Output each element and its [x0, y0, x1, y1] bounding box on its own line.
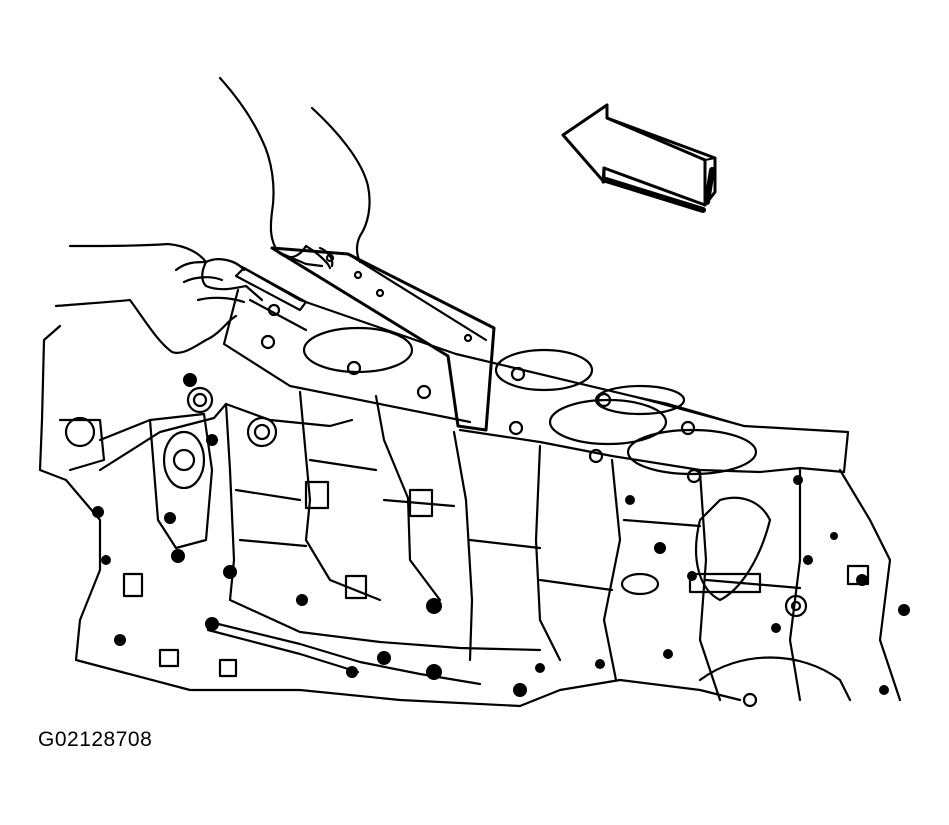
- figure-id-label: G02128708: [38, 728, 153, 751]
- left-hand: [54, 242, 308, 354]
- cylinder-bore-2: [494, 348, 594, 392]
- cylinder-bore-3: [548, 398, 668, 446]
- bolt-heads: [92, 373, 910, 697]
- cylinder-bore-1: [302, 326, 414, 374]
- engine-block-side: [38, 324, 902, 708]
- straight-edge-tool: [270, 246, 496, 432]
- casting-bosses: [122, 480, 870, 678]
- cylinder-bore-4: [626, 428, 758, 476]
- engine-block-deck: [222, 264, 850, 484]
- direction-arrow-icon: [561, 103, 717, 213]
- right-hand: [218, 76, 371, 270]
